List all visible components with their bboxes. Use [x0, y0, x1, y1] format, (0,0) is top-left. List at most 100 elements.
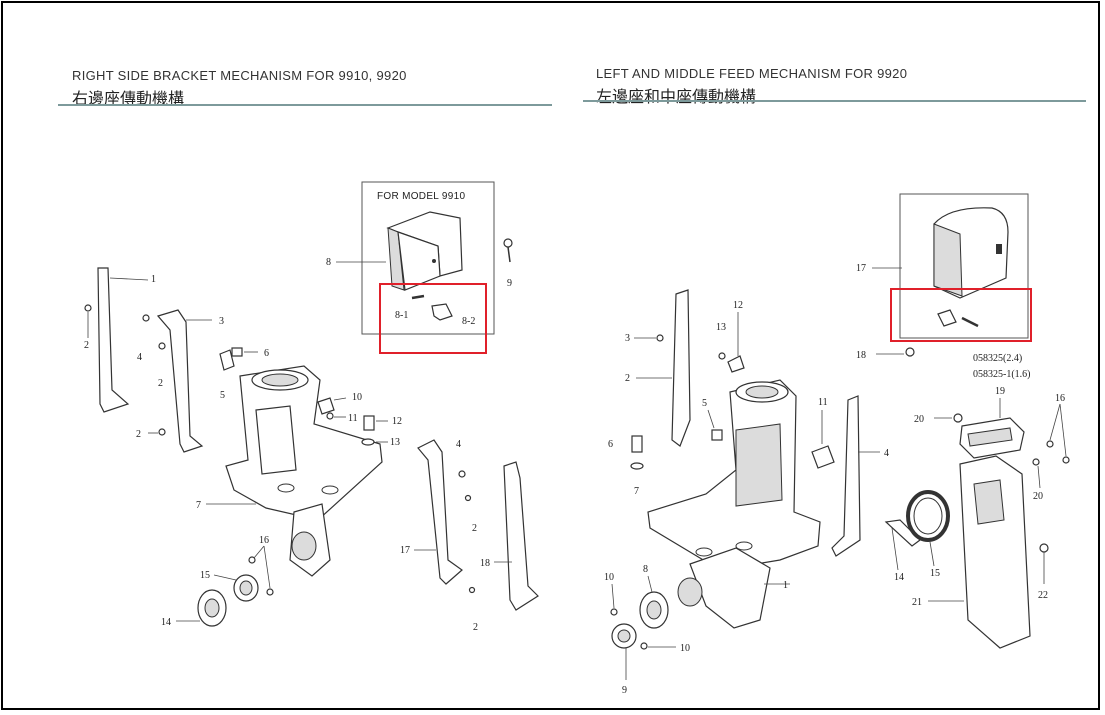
- label-r11: 11: [818, 397, 828, 408]
- label-r15: 15: [930, 568, 940, 579]
- label-l6: 6: [264, 348, 269, 359]
- label-r14: 14: [894, 572, 904, 583]
- part-5-pin: [711, 429, 723, 441]
- highlight-box-left: [379, 283, 487, 354]
- left-title-chinese: 右邊座傳動機構: [72, 89, 185, 108]
- part-clip-inset-right: [937, 309, 957, 327]
- part-8-1-pin: [411, 294, 425, 300]
- screw-2a-icon: [84, 304, 92, 312]
- label-l9: 9: [507, 278, 512, 289]
- part-16a-screw: [248, 556, 256, 564]
- label-r1: 1: [783, 580, 788, 591]
- label-l11: 11: [348, 413, 358, 424]
- part-1-main-body: [647, 379, 821, 629]
- part-16b-screw: [266, 588, 274, 596]
- part-13-screw: [718, 352, 726, 360]
- highlight-box-right: [890, 288, 1032, 342]
- part-20a-screw: [953, 413, 963, 423]
- part-20b-screw: [1032, 458, 1040, 466]
- label-l16: 16: [259, 535, 269, 546]
- label-r7: 7: [634, 486, 639, 497]
- part-8-bearing: [639, 591, 669, 629]
- part-6-bolt: [631, 435, 643, 453]
- label-r21: 21: [912, 597, 922, 608]
- inset-box-right: [899, 193, 1029, 339]
- part-5-bushing: [219, 349, 235, 371]
- label-l15: 15: [200, 570, 210, 581]
- screw-2e-icon: [464, 494, 472, 502]
- part-9-screw: [503, 238, 513, 263]
- label-l2b: 2: [158, 378, 163, 389]
- label-r19: 19: [995, 386, 1005, 397]
- label-r22: 22: [1038, 590, 1048, 601]
- part-10a-screw: [610, 608, 618, 616]
- inset-box-9910: [361, 181, 495, 335]
- part-10b-screw: [640, 642, 648, 650]
- part-15-ring: [906, 490, 950, 542]
- label-r2: 2: [625, 373, 630, 384]
- part-12-clip: [727, 355, 745, 373]
- part-11-knob: [811, 445, 835, 469]
- screw-2c-icon: [158, 342, 166, 350]
- part-7-housing: [225, 365, 383, 577]
- part-8-cover: [386, 211, 463, 291]
- label-l2d: 2: [472, 523, 477, 534]
- part-17-bracket: [417, 439, 463, 585]
- screw-4b-icon: [458, 470, 466, 478]
- label-l10: 10: [352, 392, 362, 403]
- label-r8: 8: [643, 564, 648, 575]
- label-r9: 9: [622, 685, 627, 696]
- screw-2b-icon: [158, 428, 166, 436]
- part-3-screw: [656, 334, 664, 342]
- part-14-bearing: [197, 589, 227, 627]
- screw-2f-icon: [468, 586, 476, 594]
- label-r4: 4: [884, 448, 889, 459]
- left-title-english: RIGHT SIDE BRACKET MECHANISM FOR 9910, 9…: [72, 68, 407, 83]
- part-2-plate: [671, 289, 691, 447]
- label-l1: 1: [151, 274, 156, 285]
- part-16a-screw: [1046, 440, 1054, 448]
- label-l4b: 4: [456, 439, 461, 450]
- label-r10b: 10: [680, 643, 690, 654]
- label-l8: 8: [326, 257, 331, 268]
- screw-4a-icon: [142, 314, 150, 322]
- part-13-washer: [361, 438, 375, 446]
- right-title-rule: [583, 100, 1086, 102]
- label-r12: 12: [733, 300, 743, 311]
- label-r6: 6: [608, 439, 613, 450]
- part-8-2-clip: [431, 303, 453, 321]
- part-code-2: 058325-1(1.6): [973, 369, 1031, 380]
- part-17-cover: [933, 207, 1009, 299]
- part-15-collar: [233, 574, 259, 602]
- part-9-collar: [611, 623, 637, 649]
- label-l12: 12: [392, 416, 402, 427]
- label-r13: 13: [716, 322, 726, 333]
- label-l5: 5: [220, 390, 225, 401]
- label-l3: 3: [219, 316, 224, 327]
- right-title-english: LEFT AND MIDDLE FEED MECHANISM FOR 9920: [596, 66, 908, 81]
- label-l13: 13: [390, 437, 400, 448]
- label-l4a: 4: [137, 352, 142, 363]
- part-10-clip: [317, 397, 335, 415]
- label-l8-2: 8-2: [462, 316, 475, 327]
- part-19-block: [959, 417, 1025, 459]
- part-code-1: 058325(2.4): [973, 353, 1022, 364]
- label-r18: 18: [856, 350, 866, 361]
- inset-title: FOR MODEL 9910: [377, 191, 465, 202]
- part-18-screw: [905, 347, 915, 357]
- label-l14: 14: [161, 617, 171, 628]
- label-l2a: 2: [84, 340, 89, 351]
- label-r10a: 10: [604, 572, 614, 583]
- label-r17: 17: [856, 263, 866, 274]
- label-l8-1: 8-1: [395, 310, 408, 321]
- part-11-screw: [326, 412, 334, 420]
- part-12-bolt: [363, 415, 375, 431]
- label-l18: 18: [480, 558, 490, 569]
- label-l7: 7: [196, 500, 201, 511]
- part-pin-inset-right: [961, 316, 979, 328]
- label-r3: 3: [625, 333, 630, 344]
- part-21-plate: [959, 455, 1031, 649]
- label-r20b: 20: [1033, 491, 1043, 502]
- label-r20a: 20: [914, 414, 924, 425]
